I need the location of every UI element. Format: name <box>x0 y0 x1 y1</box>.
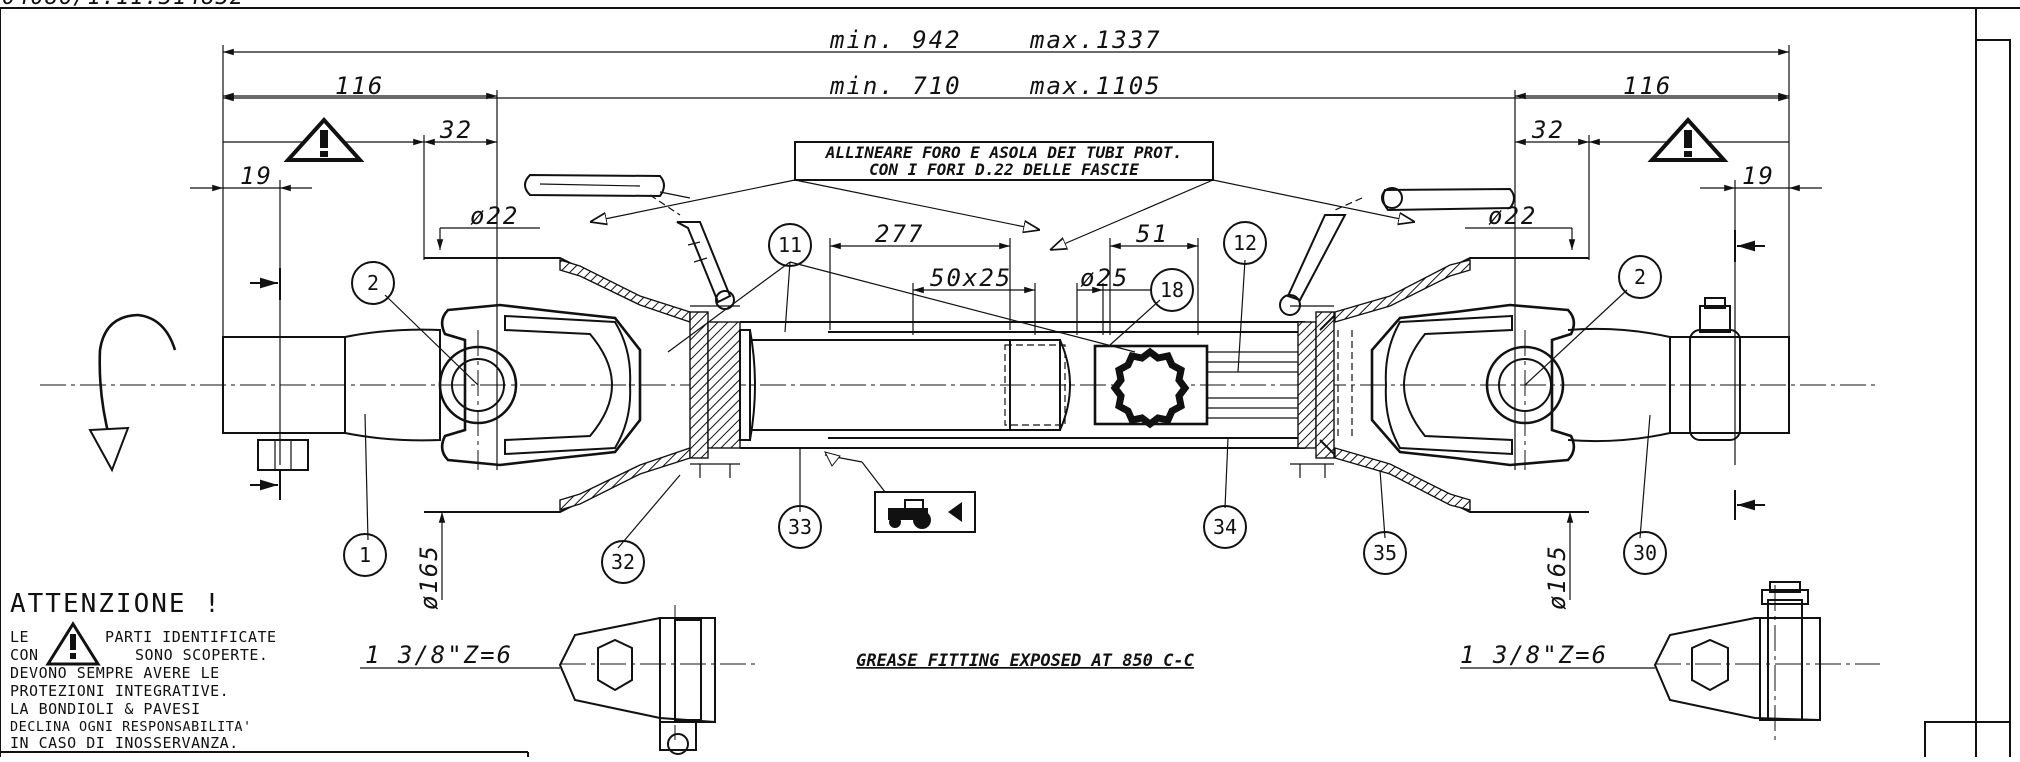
alignment-note-box: ALLINEARE FORO E ASOLA DEI TUBI PROT. CO… <box>590 141 1415 250</box>
warning-line2-post: SONO SCOPERTE. <box>135 646 268 664</box>
warning-line1-post: PARTI IDENTIFICATE <box>105 628 277 646</box>
left-d22-label: ø22 <box>470 202 519 230</box>
warning-line6: DECLINA OGNI RESPONSABILITA' <box>10 719 252 735</box>
inner-min-label: min. 710 <box>829 72 962 100</box>
warning-line1-pre: LE <box>10 628 29 646</box>
warning-block: ATTENZIONE ! LE PARTI IDENTIFICATE CON S… <box>0 589 529 757</box>
hole-d25-label: ø25 <box>1080 264 1129 292</box>
linch-pin-icon <box>1279 187 1515 316</box>
overall-min-label: min. 942 <box>829 26 962 54</box>
callout-30: 30 <box>1633 541 1657 565</box>
callout-circle <box>343 533 387 577</box>
linch-pin-icon <box>524 173 735 310</box>
header-code: 04086/1.11.314832 <box>2 0 244 10</box>
dimension-labels: min. 942 max.1337 min. 710 max.1105 116 … <box>240 26 1775 610</box>
callout-12: 12 <box>1233 231 1257 255</box>
callout-11: 11 <box>778 233 802 257</box>
tractor-direction-icon <box>824 451 976 533</box>
length-277-label: 277 <box>875 220 924 248</box>
drawing-frame <box>0 7 2020 757</box>
right-116-label: 116 <box>1623 72 1672 100</box>
right-d22-label: ø22 <box>1488 202 1537 230</box>
length-51-label: 51 <box>1136 220 1169 248</box>
left-d165-label: ø165 <box>415 544 443 610</box>
callout-1: 1 <box>359 543 371 567</box>
left-yoke-assembly <box>222 257 756 513</box>
slot-50x25-label: 50x25 <box>930 264 1012 292</box>
telescopic-tubes <box>740 321 1305 449</box>
left-116-label: 116 <box>335 72 384 100</box>
left-spline-spec: 1 3/8"Z=6 <box>365 641 513 669</box>
warning-triangle-icon <box>45 621 101 666</box>
rotation-arrow-icon <box>88 313 177 473</box>
warning-line3: DEVONO SEMPRE AVERE LE <box>10 664 220 682</box>
callout-33: 33 <box>788 515 812 539</box>
right-32-label: 32 <box>1531 116 1565 144</box>
right-d165-label: ø165 <box>1543 544 1571 610</box>
callouts: 1 2 11 18 12 2 32 33 34 35 30 <box>343 221 1667 584</box>
alignment-note-line1: ALLINEARE FORO E ASOLA DEI TUBI PROT. <box>825 143 1182 162</box>
callout-34: 34 <box>1213 515 1237 539</box>
right-19-label: 19 <box>1742 162 1775 190</box>
callout-32: 32 <box>611 550 635 574</box>
warning-line5: LA BONDIOLI & PAVESI <box>10 700 201 718</box>
callout-2-left: 2 <box>367 271 379 295</box>
warning-triangle-icon <box>1647 117 1729 162</box>
callout-2-right: 2 <box>1634 265 1646 289</box>
alignment-note-line2: CON I FORI D.22 DELLE FASCIE <box>869 160 1139 179</box>
left-19-label: 19 <box>240 162 273 190</box>
right-spline-section-view <box>1460 581 1880 740</box>
right-yoke-assembly <box>1290 257 1790 513</box>
warning-line4: PROTEZIONI INTEGRATIVE. <box>10 682 229 700</box>
left-32-label: 32 <box>439 116 473 144</box>
right-spline-spec: 1 3/8"Z=6 <box>1460 641 1608 669</box>
inner-max-label: max.1105 <box>1029 72 1162 100</box>
warning-line2-pre: CON <box>10 646 39 664</box>
warning-triangle-icon <box>283 117 365 162</box>
warning-title: ATTENZIONE ! <box>10 589 222 619</box>
dimension-lines <box>190 45 1822 600</box>
callout-35: 35 <box>1373 541 1397 565</box>
grease-fitting-note: GREASE FITTING EXPOSED AT 850 C-C <box>856 651 1195 671</box>
warning-line7: IN CASO DI INOSSERVANZA. <box>10 734 239 752</box>
overall-max-label: max.1337 <box>1029 26 1162 54</box>
left-spline-section-view <box>360 605 760 755</box>
callout-18: 18 <box>1160 278 1184 302</box>
